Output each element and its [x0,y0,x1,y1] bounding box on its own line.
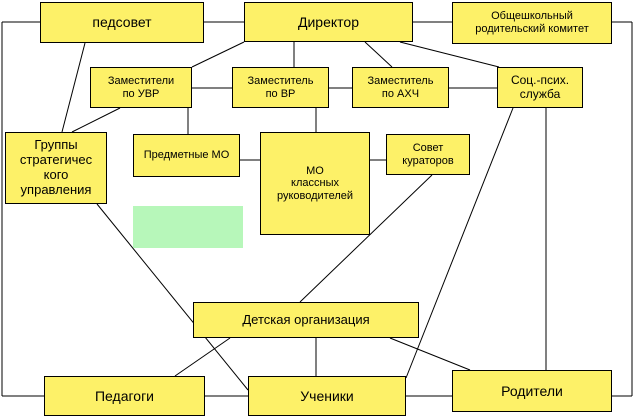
connector [389,337,471,371]
node-parents: Родители [452,370,612,412]
node-parent-committee: Общешкольный родительский комитет [452,2,612,44]
node-curators-council: Совет кураторов [386,134,470,175]
node-soc-psych: Соц.-псих. служба [497,67,583,108]
node-director: Директор [244,2,413,42]
connector [399,41,500,68]
node-students: Ученики [248,376,406,416]
connector [96,203,249,391]
node-deputy-ahch: Заместитель по АХЧ [352,67,449,108]
connector [191,41,245,68]
node-pedsovet: педсовет [40,2,204,43]
node-strategic-groups: Группы стратегичес кого управления [5,132,107,204]
connector [61,42,86,133]
node-class-leaders-mo: МО классных руководителей [260,132,370,235]
connector [174,337,231,377]
node-subject-mo: Предметные МО [133,134,240,177]
connector [71,107,121,133]
node-children-org: Детская организация [193,302,419,338]
node-deputy-vr: Заместитель по ВР [232,67,329,108]
connector [364,41,393,68]
node-deputy-uvr: Заместители по УВР [90,67,192,108]
green-block [133,206,243,248]
connector [405,107,514,379]
node-teachers: Педагоги [44,376,205,416]
connector [299,174,433,303]
